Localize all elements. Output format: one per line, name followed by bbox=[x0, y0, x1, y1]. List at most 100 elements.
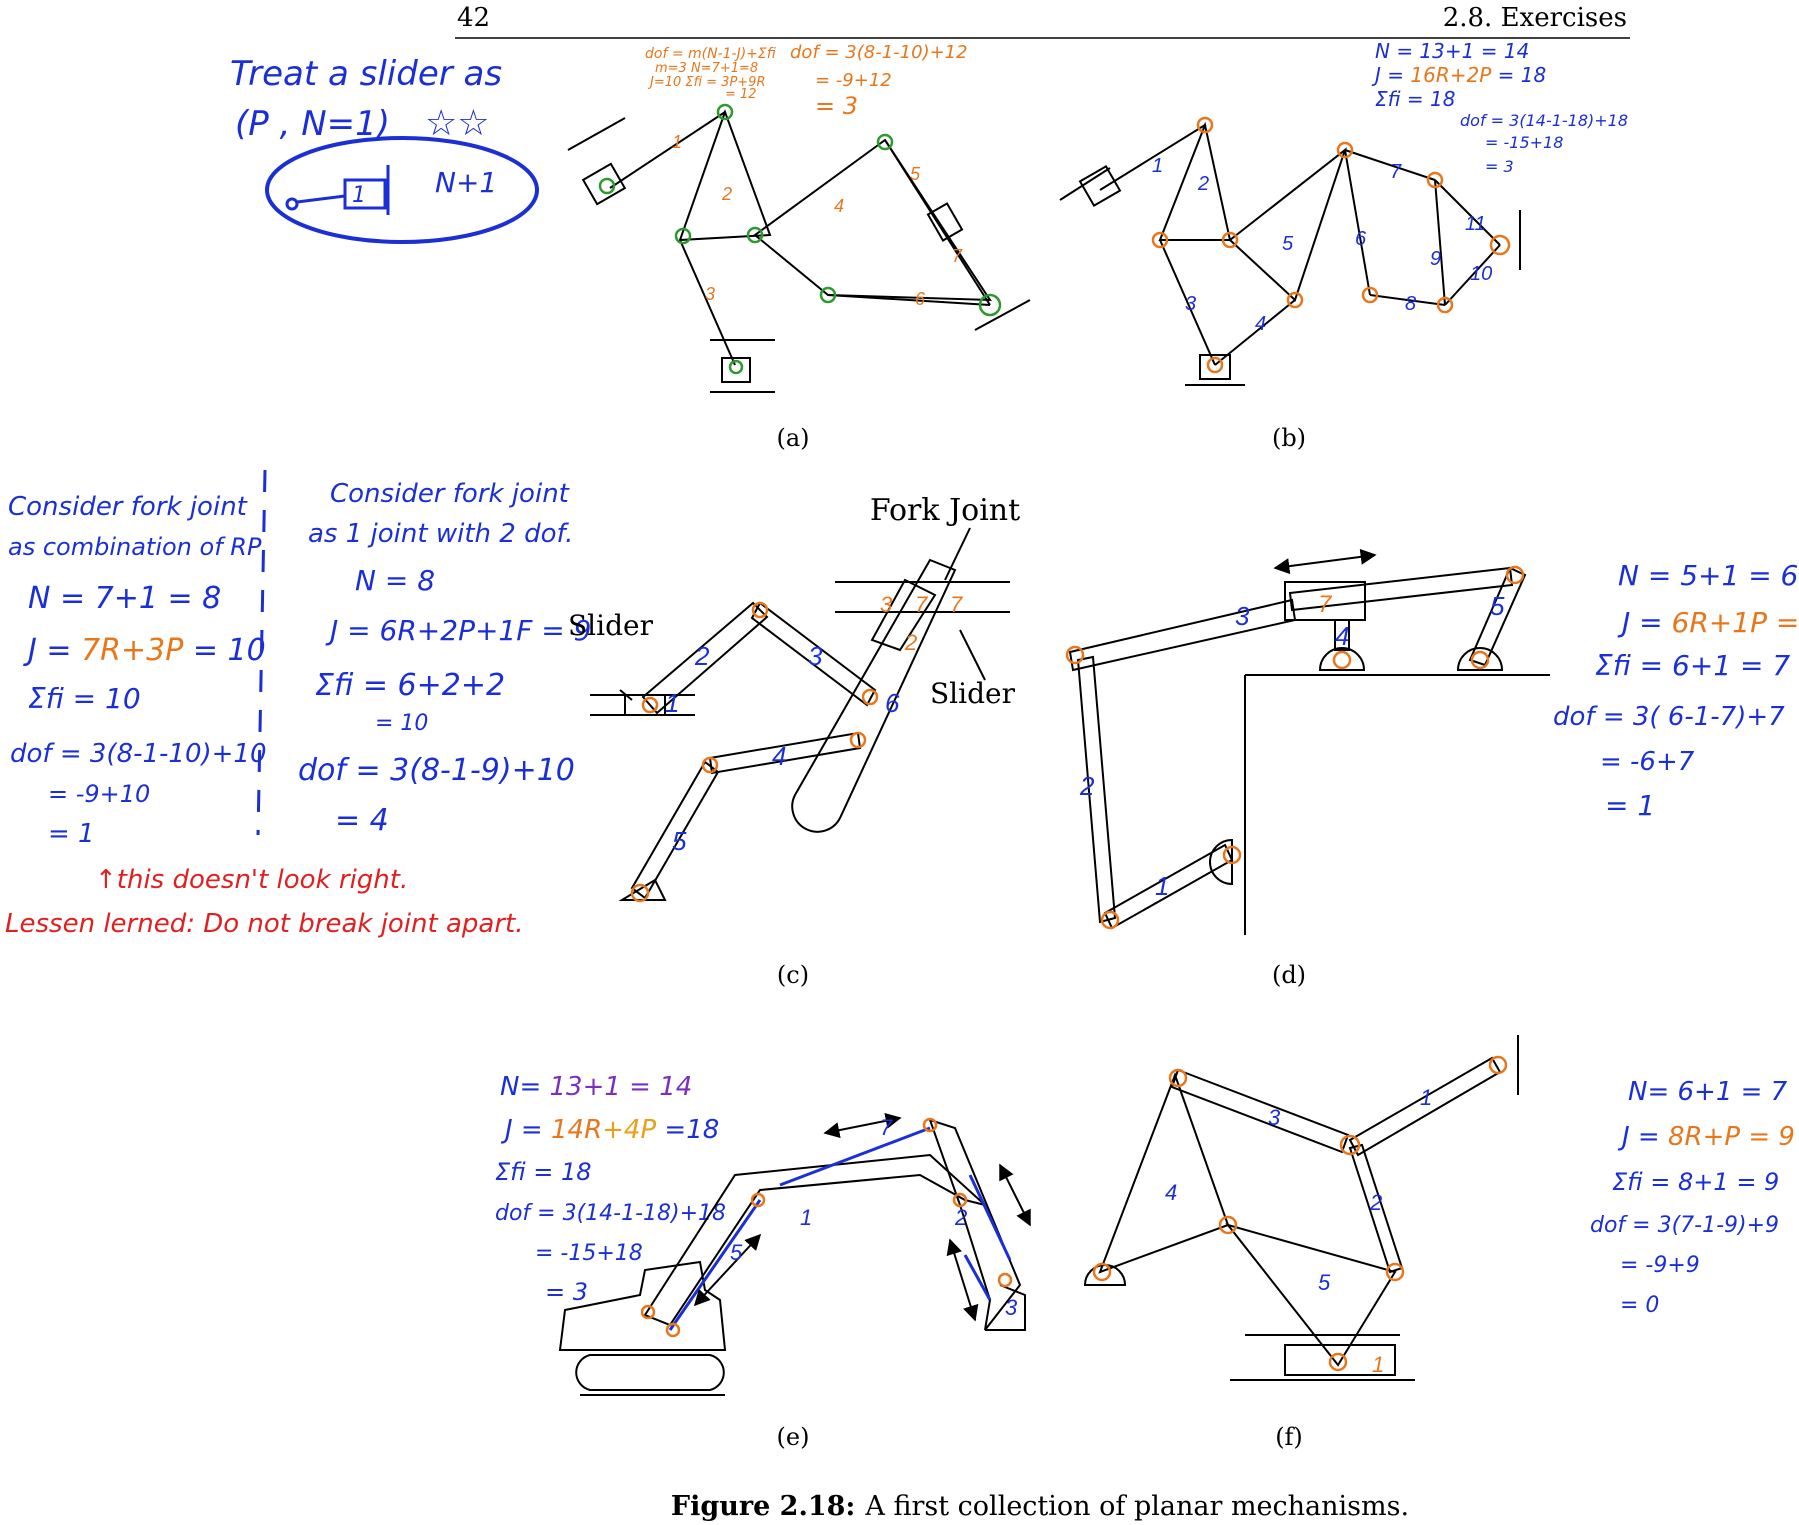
link-4-d bbox=[1334, 619, 1350, 651]
note-c-left-d2: = -9+10 bbox=[48, 780, 150, 808]
subfig-label-a: (a) bbox=[776, 424, 809, 452]
note-c-left-t1: Consider fork joint bbox=[8, 492, 248, 522]
svg-text:1: 1 bbox=[1155, 871, 1169, 901]
notes-c-red: ↑this doesn't look right. Lessen lerned:… bbox=[5, 865, 524, 939]
note-b-j: J = 16R+2P = 18 bbox=[1371, 63, 1546, 87]
notes-a: dof = m(N-1-J)+Σfi m=3 N=7+1=8 J=10 Σfi … bbox=[645, 42, 968, 120]
slider-box-label: N+1 bbox=[435, 166, 497, 199]
link-2-d bbox=[1076, 655, 1117, 924]
note-b-sf: Σfi = 18 bbox=[1375, 87, 1455, 111]
note-c-left-n: N = 7+1 = 8 bbox=[28, 581, 221, 616]
link-4-f bbox=[1098, 1072, 1230, 1274]
note-d-j-o: 6R+1P = 7 bbox=[1672, 606, 1799, 639]
svg-text:4: 4 bbox=[1335, 621, 1349, 651]
svg-text:2: 2 bbox=[721, 184, 732, 204]
slider-sketch bbox=[285, 165, 390, 215]
notes-f: N= 6+1 = 7 J = 8R+P = 9 Σfi = 8+1 = 9 do… bbox=[1590, 1077, 1795, 1318]
note-e-j-r: 14R bbox=[551, 1115, 602, 1145]
notes-b: N = 13+1 = 14 J = 16R+2P = 18 Σfi = 18 d… bbox=[1371, 39, 1628, 176]
svg-text:3: 3 bbox=[1185, 293, 1196, 315]
note-e-d1: dof = 3(14-1-18)+18 bbox=[495, 1201, 726, 1226]
note-c-right-t1: Consider fork joint bbox=[330, 479, 570, 509]
svg-text:9: 9 bbox=[1430, 248, 1441, 270]
note-f-sf: Σfi = 8+1 = 9 bbox=[1612, 1168, 1779, 1196]
excavator-bucket bbox=[985, 1284, 1026, 1331]
note-c-left-d1: dof = 3(8-1-10)+10 bbox=[10, 739, 267, 769]
slider-block-b bbox=[1078, 165, 1122, 207]
note-a-f4: = 12 bbox=[725, 87, 757, 102]
note-b-j-p: +2P bbox=[1450, 63, 1492, 87]
svg-text:10: 10 bbox=[1470, 263, 1492, 285]
excavator-cab bbox=[558, 1260, 727, 1351]
svg-text:2: 2 bbox=[954, 1205, 967, 1230]
note-c-right-sf: Σfi = 6+2+2 bbox=[315, 668, 505, 703]
link-1-b bbox=[1099, 124, 1206, 191]
svg-text:8: 8 bbox=[1405, 293, 1416, 315]
note-e-j-p: +4P bbox=[602, 1115, 656, 1145]
svg-text:3: 3 bbox=[705, 284, 715, 304]
note-f-d3: = 0 bbox=[1620, 1293, 1659, 1318]
note-e-n-p: 13+1 = 14 bbox=[550, 1072, 693, 1102]
svg-text:4: 4 bbox=[772, 741, 786, 771]
svg-text:2: 2 bbox=[904, 630, 917, 655]
svg-text:7: 7 bbox=[1390, 161, 1402, 183]
note-c-right-sf2: = 10 bbox=[375, 711, 428, 736]
svg-text:5: 5 bbox=[1282, 233, 1294, 255]
note-c-right-d1: dof = 3(8-1-9)+10 bbox=[298, 753, 575, 788]
fork-slot-c bbox=[870, 578, 937, 652]
svg-text:4: 4 bbox=[1255, 313, 1266, 335]
note-e-d3: = 3 bbox=[545, 1278, 588, 1306]
note-a-d3: = 3 bbox=[815, 92, 858, 120]
figure-caption: Figure 2.18:A first collection of planar… bbox=[671, 1491, 1409, 1522]
link-7-b bbox=[1344, 149, 1436, 181]
note-c-left-j: J = 7R+3P = 10 bbox=[23, 633, 266, 668]
svg-text:2: 2 bbox=[1079, 771, 1095, 801]
note-c-left-j-pre: J = bbox=[23, 633, 81, 668]
note-a-f2: m=3 N=7+1=8 bbox=[655, 61, 758, 76]
note-e-n-pre: N= bbox=[500, 1072, 550, 1102]
link-2-c bbox=[641, 601, 769, 715]
note-d-d1: dof = 3( 6-1-7)+7 bbox=[1553, 702, 1785, 732]
svg-text:5: 5 bbox=[1318, 1270, 1331, 1295]
slider-sketch-number: 1 bbox=[352, 183, 366, 208]
note-a-d1: dof = 3(8-1-10)+12 bbox=[790, 42, 968, 63]
note-b-d2: = -15+18 bbox=[1485, 133, 1563, 152]
slider-block-a2 bbox=[926, 202, 964, 242]
mechanism-f: 314 52 1 bbox=[1083, 1035, 1519, 1381]
caption-text: A first collection of planar mechanisms. bbox=[864, 1491, 1409, 1522]
svg-text:1: 1 bbox=[665, 688, 679, 718]
link-3-f bbox=[1170, 1068, 1350, 1154]
note-c-left-sf: Σfi = 10 bbox=[28, 682, 141, 715]
link-10-b bbox=[1444, 244, 1501, 306]
note-f-j-pre: J = bbox=[1617, 1122, 1668, 1152]
note-b-j-post: = 18 bbox=[1491, 63, 1546, 87]
slider-block-a bbox=[581, 162, 627, 206]
note-e-j-post: =18 bbox=[656, 1115, 719, 1145]
note-d-d2: = -6+7 bbox=[1600, 747, 1695, 777]
slider-sketch-outline bbox=[265, 136, 539, 244]
svg-text:1: 1 bbox=[1420, 1085, 1432, 1110]
link-5-b bbox=[1229, 147, 1347, 302]
svg-text:3: 3 bbox=[1268, 1105, 1281, 1130]
svg-text:2: 2 bbox=[1197, 173, 1209, 195]
link-quad-a bbox=[753, 138, 992, 302]
note-f-j-o: 8R+P = 9 bbox=[1668, 1122, 1795, 1152]
note-e-j-pre: J = bbox=[500, 1115, 551, 1145]
note-c-red-2: Lessen lerned: Do not break joint apart. bbox=[5, 909, 524, 939]
slider-f bbox=[1284, 1344, 1396, 1376]
note-a-f3: J=10 Σfi = 3P+9R bbox=[647, 75, 765, 90]
note-f-j: J = 8R+P = 9 bbox=[1617, 1122, 1795, 1152]
slider-label-left: Slider bbox=[568, 609, 654, 642]
svg-text:4: 4 bbox=[1165, 1180, 1177, 1205]
note-e-sf: Σfi = 18 bbox=[495, 1158, 592, 1186]
svg-text:11: 11 bbox=[1465, 213, 1486, 235]
link-5-a bbox=[884, 139, 991, 306]
ground-slider-a bbox=[721, 357, 751, 383]
svg-text:1: 1 bbox=[672, 132, 682, 152]
notes-d: N = 5+1 = 6 J = 6R+1P = 7 Σfi = 6+1 = 7 … bbox=[1553, 559, 1799, 822]
link-6-a bbox=[827, 294, 991, 306]
mechanism-d: 321 54 7 bbox=[1065, 548, 1550, 935]
note-c-left-d3: = 1 bbox=[48, 819, 95, 849]
